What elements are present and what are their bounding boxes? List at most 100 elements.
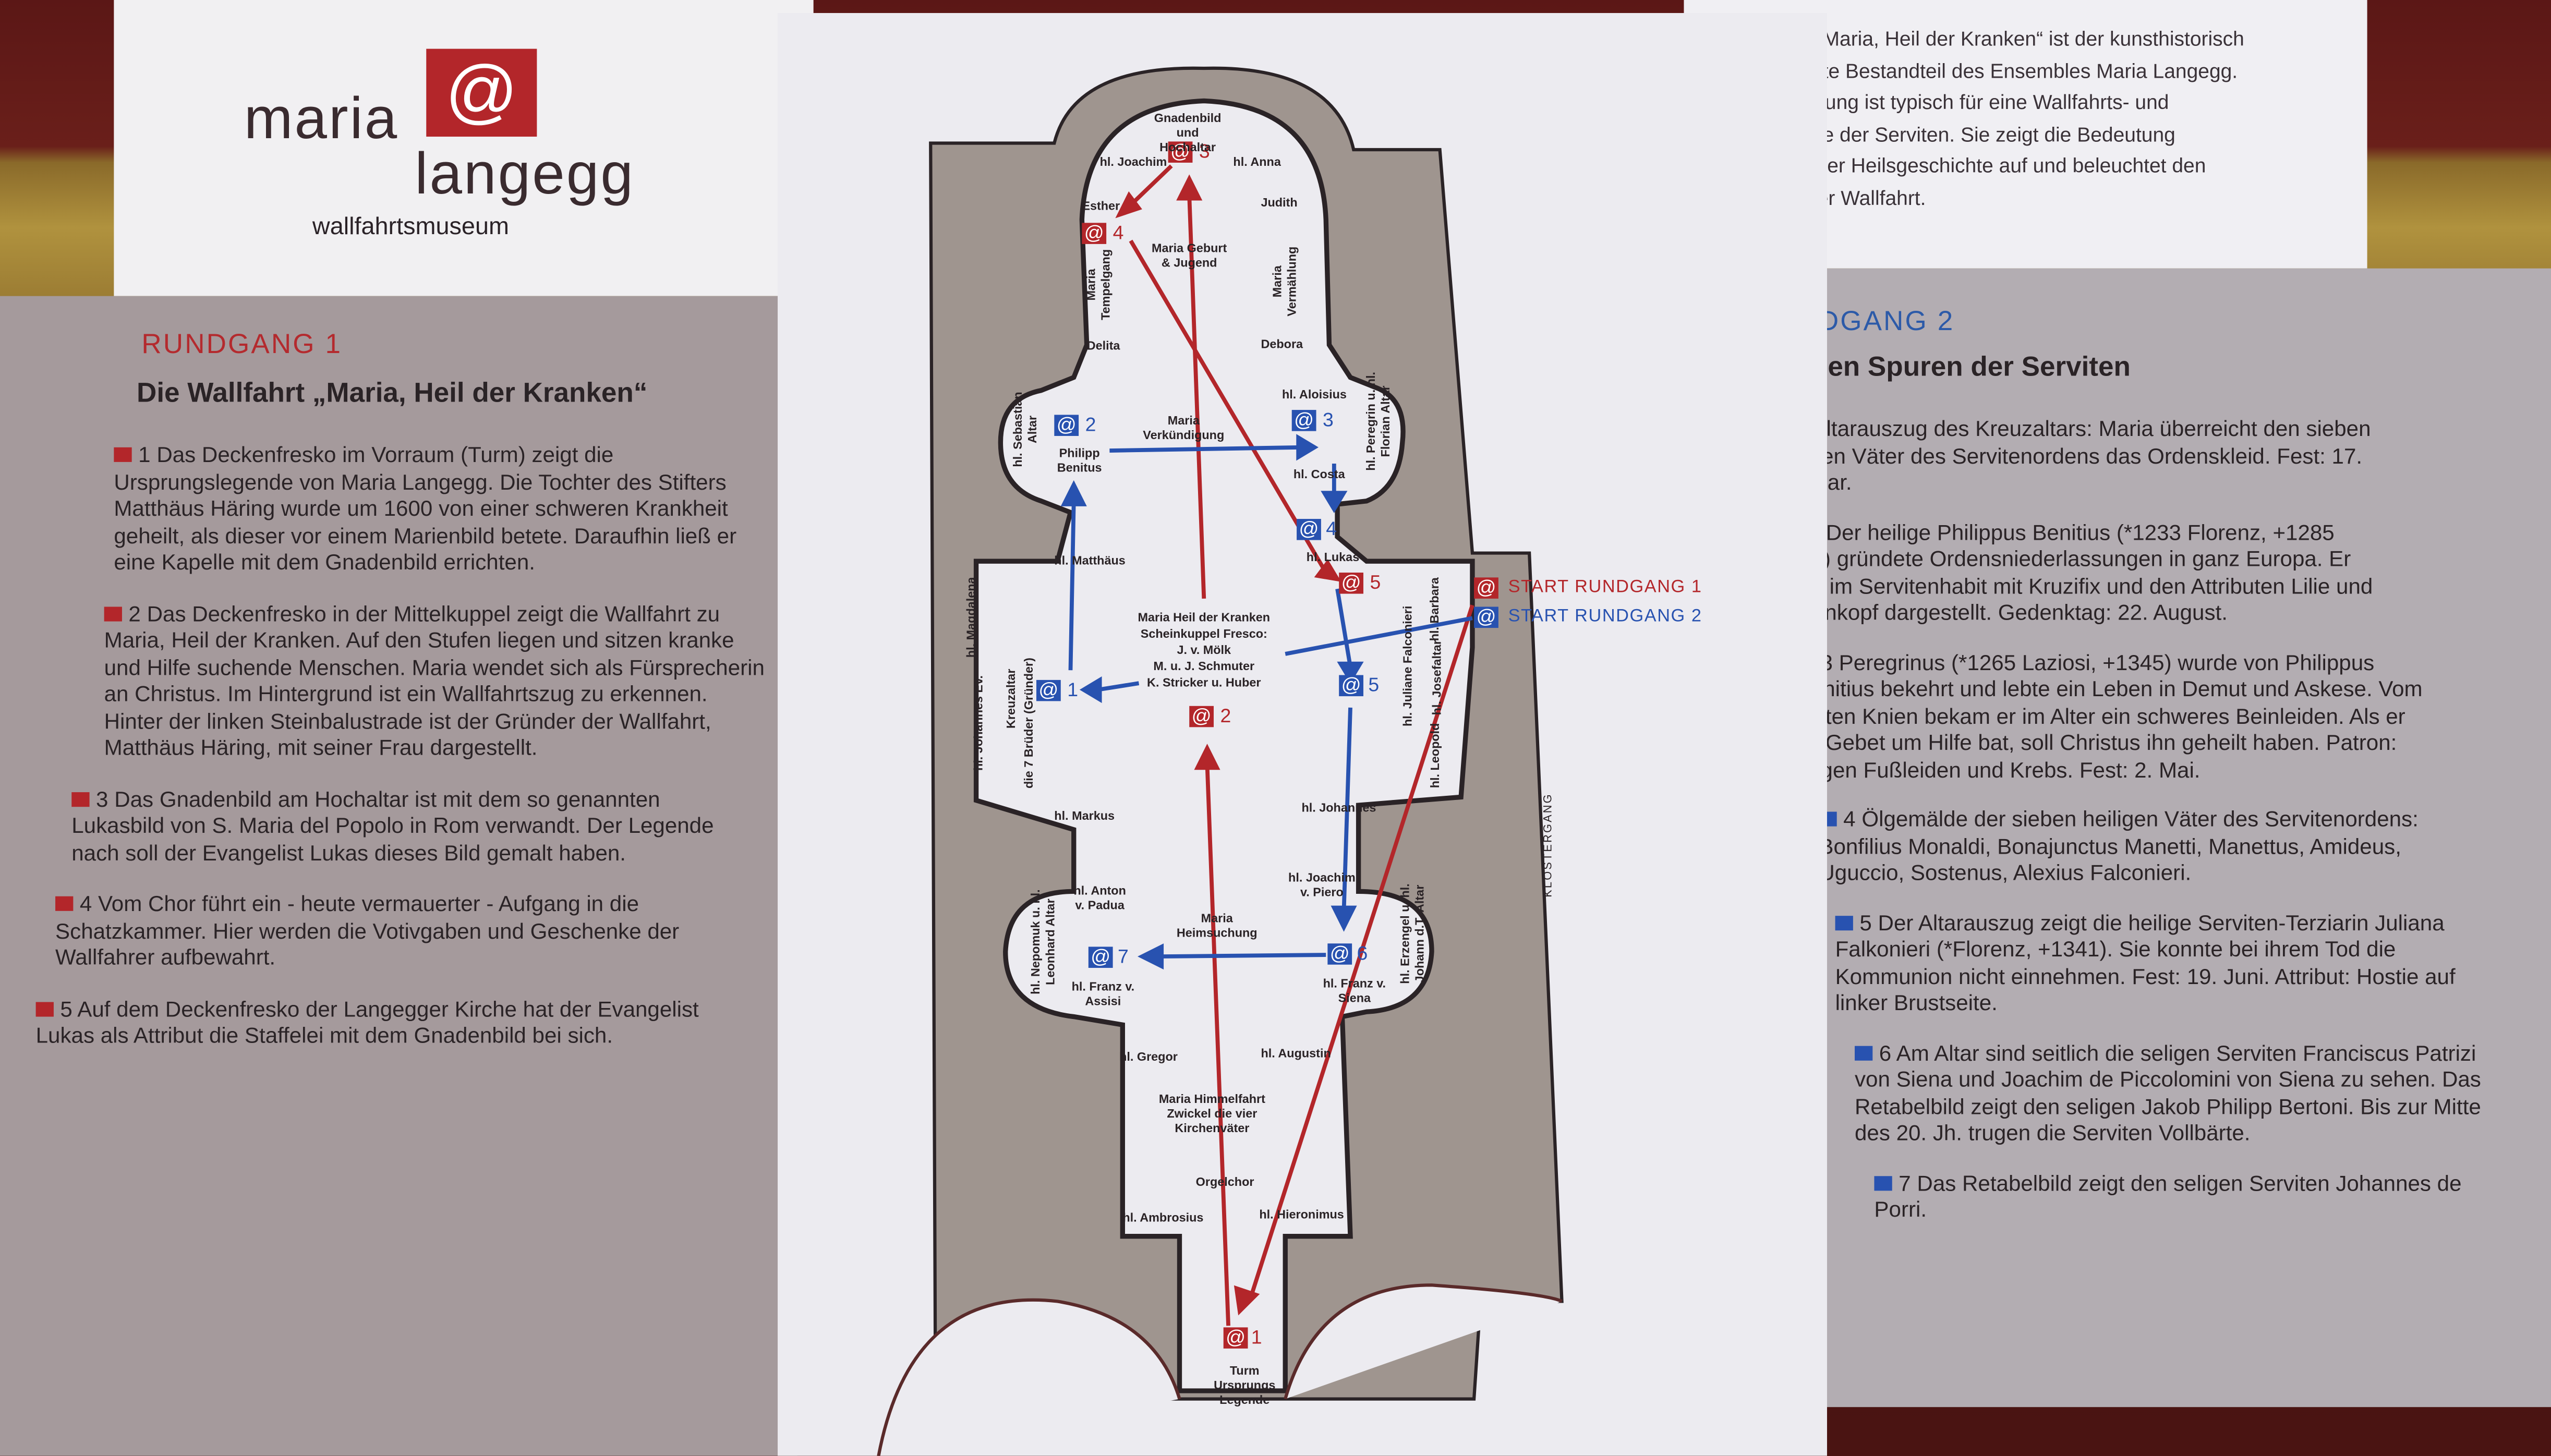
chapel-arc-left <box>877 1298 1181 1456</box>
map-label: hl. Barbara <box>1426 577 1442 641</box>
map-label: hl. Anton v. Padua <box>1073 883 1126 913</box>
map-label: hl. Magdalena <box>963 577 978 658</box>
blue-marker-icon <box>1835 915 1853 930</box>
map-label: Debora <box>1261 336 1303 351</box>
map-label: hl. Juliane Falconieri <box>1400 605 1415 727</box>
map-label: hl. Joachim v. Piero <box>1288 870 1356 900</box>
arrow-head <box>1314 559 1341 582</box>
red-marker-icon <box>114 447 132 462</box>
rundgang-2-marker-6[interactable]: @ <box>1327 943 1352 965</box>
map-label: Maria Heimsuchung <box>1176 911 1258 940</box>
arrow-head <box>1060 480 1087 506</box>
logo-maria: maria <box>244 84 399 152</box>
route-line <box>1129 239 1328 574</box>
map-label: hl. Costa <box>1293 467 1345 482</box>
list-item: 4 Ölgemälde der sieben heiligen Väter de… <box>1819 807 2419 885</box>
fresco-artist: M. u. J. Schmuter <box>1153 659 1255 674</box>
marker-number: 5 <box>1368 673 1380 697</box>
arrow-head <box>1296 434 1319 461</box>
fresco-label: Scheinkuppel Fresco: <box>1140 626 1267 641</box>
marker-number: 1 <box>1251 1326 1262 1349</box>
marker-number: 5 <box>1370 571 1381 594</box>
list-item: 2 Der heilige Philippus Benitius (*1233 … <box>1783 519 2373 625</box>
route-line <box>1335 588 1352 668</box>
map-label: hl. Sebastian Altar <box>1010 392 1040 467</box>
marker-number: 3 <box>1322 408 1334 431</box>
rundgang-1-marker-4[interactable]: @ <box>1082 222 1107 244</box>
start-rundgang-2-icon: @ <box>1474 606 1498 628</box>
marker-number: 2 <box>1085 413 1096 436</box>
map-label: hl. Ambrosius <box>1122 1210 1204 1225</box>
map-label: Esther <box>1082 198 1120 213</box>
map-label: hl. Leopold <box>1428 723 1443 788</box>
rundgang-2-marker-5[interactable]: @ <box>1339 674 1363 697</box>
map-label: hl. Markus <box>1054 808 1115 823</box>
route-line <box>1068 501 1076 671</box>
logo-langegg: langegg <box>415 140 635 207</box>
list-item: 6 Am Altar sind seitlich die seligen Ser… <box>1855 1040 2481 1145</box>
arrow-head <box>1079 676 1102 703</box>
marker-number: 3 <box>1199 140 1210 163</box>
rundgang-2-marker-4[interactable]: @ <box>1297 518 1321 540</box>
map-label: hl. Augustin <box>1261 1046 1331 1061</box>
list-item: 1 Das Deckenfresko im Vorraum (Turm) zei… <box>114 442 737 575</box>
map-label: die 7 Brüder (Gründer) <box>1021 658 1036 788</box>
map-label: Maria Geburt & Jugend <box>1152 240 1227 270</box>
map-label: Turm Ursprungs Legende <box>1214 1363 1276 1408</box>
route-line <box>1247 604 1474 1302</box>
route-line <box>1187 195 1206 599</box>
rundgang-2-marker-3[interactable]: @ <box>1291 409 1316 431</box>
map-label: hl. Matthäus <box>1054 553 1126 568</box>
map-label: Maria Verkündigung <box>1143 413 1225 443</box>
blue-marker-icon <box>1874 1175 1892 1190</box>
rundgang-2-marker-1[interactable]: @ <box>1036 679 1061 701</box>
red-marker-icon <box>55 896 74 911</box>
map-label: hl. Anna <box>1233 154 1281 169</box>
map-label: hl. Franz v. Assisi <box>1071 979 1135 1009</box>
route-line <box>1158 953 1326 959</box>
map-label: hl. Johannes <box>1301 800 1376 815</box>
marker-number: 4 <box>1113 221 1124 244</box>
list-item: 2 Das Deckenfresko in der Mittelkuppel z… <box>104 601 765 760</box>
rundgang-1-path <box>1115 164 1474 1326</box>
church-interior <box>973 98 1475 1393</box>
route-line <box>1097 681 1140 692</box>
right-text-panel <box>1684 268 2551 1408</box>
rundgang-2-marker-7[interactable]: @ <box>1088 946 1113 968</box>
map-label: hl. Josefaltar <box>1429 640 1444 715</box>
map-label: hl. Joachim <box>1099 154 1167 169</box>
map-label: Maria Tempelgang <box>1083 249 1113 320</box>
rundgang-1-marker-1[interactable]: @ <box>1223 1327 1248 1349</box>
red-marker-icon <box>71 791 90 806</box>
klostergang-label: KLOSTERGANG <box>1543 793 1555 897</box>
route-line <box>1341 707 1352 911</box>
marker-number: 4 <box>1326 517 1337 540</box>
map-label: Kreuzaltar <box>1004 669 1019 729</box>
arrow-head <box>1138 943 1164 970</box>
rundgang-1-subtitle: Die Wallfahrt „Maria, Heil der Kranken“ <box>137 377 648 408</box>
start-rundgang-2-label[interactable]: START RUNDGANG 2 <box>1508 606 1702 626</box>
start-rundgang-1-label[interactable]: START RUNDGANG 1 <box>1508 577 1702 597</box>
rundgang-1-marker-3[interactable]: @ <box>1168 141 1193 163</box>
map-label: Gnadenbild und Hochaltar <box>1154 111 1222 155</box>
route-line <box>1205 764 1230 1326</box>
rundgang-1-marker-5[interactable]: @ <box>1339 572 1363 594</box>
map-label: hl. Lukas <box>1306 550 1360 565</box>
rundgang-2-marker-2[interactable]: @ <box>1054 414 1079 436</box>
chapel-arc-right <box>1284 1283 1563 1400</box>
list-item: 5 Auf dem Deckenfresko der Langegger Kir… <box>35 996 699 1048</box>
fresco-title: Maria Heil der Kranken <box>1138 610 1271 625</box>
arrow-head <box>1337 661 1364 684</box>
red-marker-icon <box>35 1001 54 1016</box>
marker-number: 2 <box>1220 704 1231 727</box>
left-text-panel <box>0 296 797 1456</box>
list-item: 3 Das Gnadenbild am Hochaltar ist mit de… <box>71 786 714 865</box>
rundgang-1-marker-2[interactable]: @ <box>1189 705 1214 727</box>
map-label: hl. Franz v. Siena <box>1323 976 1386 1005</box>
spiral-icon: @ <box>426 48 537 137</box>
map-label: Judith <box>1261 195 1298 210</box>
rundgang-1-title: RUNDGANG 1 <box>141 329 343 360</box>
marker-number: 7 <box>1117 945 1129 968</box>
map-label: hl. Gregor <box>1119 1049 1178 1064</box>
